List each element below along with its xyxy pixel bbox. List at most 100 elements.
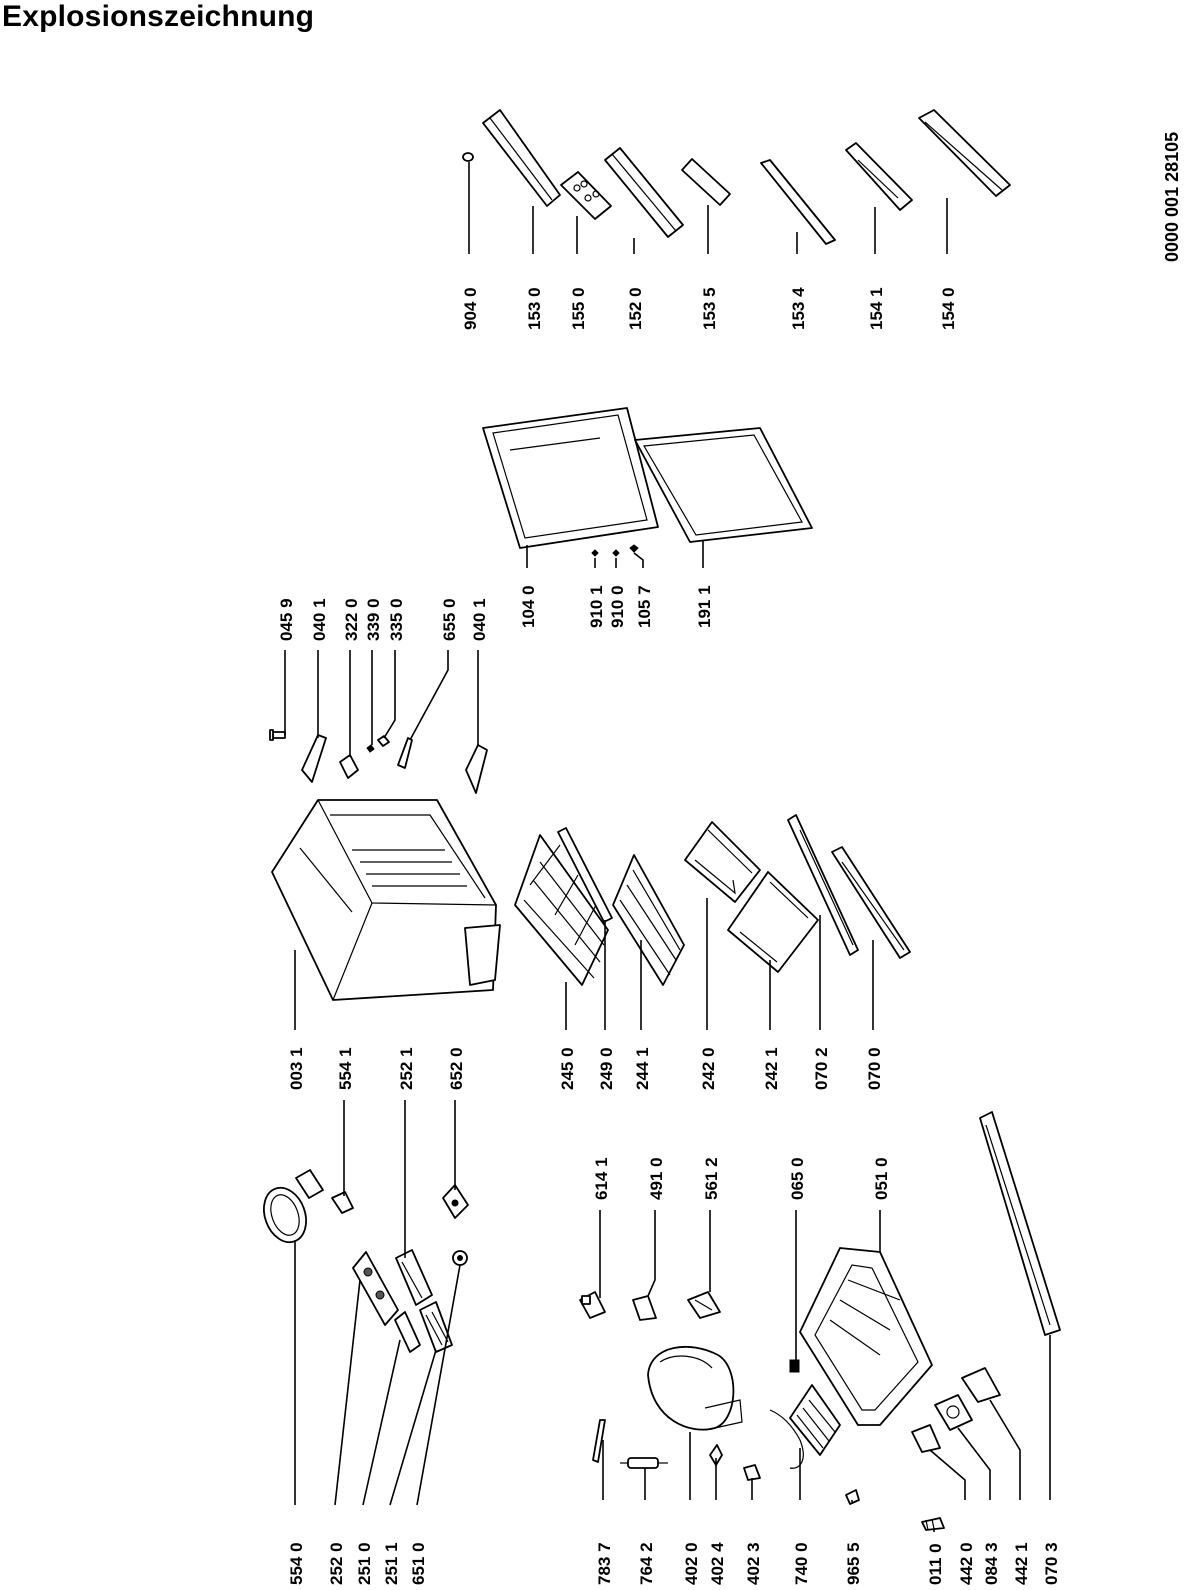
part-554-0-thermostat-knob (263, 1169, 324, 1244)
part-652-0-socket (442, 1184, 469, 1219)
part-904-0-plug (462, 152, 474, 162)
part-070-2-cover-strip (787, 814, 859, 956)
label-249-0: 249 0 (597, 1047, 616, 1090)
label-011-0: 011 0 (926, 1543, 945, 1585)
part-249-0-shelf-strip (557, 827, 613, 923)
label-070-2: 070 2 (812, 1047, 831, 1090)
label-322-0: 322 0 (342, 598, 361, 641)
part-561-2-bracket (687, 1291, 721, 1319)
part-153-4-shelf-bar (760, 159, 836, 245)
label-614-1: 614 1 (592, 1157, 611, 1200)
label-554-1: 554 1 (336, 1047, 355, 1090)
part-045-9-screw (269, 729, 286, 741)
part-655-0-rod (397, 737, 413, 769)
label-084-3: 084 3 (982, 1542, 1001, 1585)
part-154-1-shelf-cover (845, 142, 913, 211)
part-245-0-wire-shelf (514, 834, 609, 986)
label-402-4: 402 4 (708, 1542, 727, 1585)
part-003-1-cabinet (271, 799, 501, 1001)
part-152-0-door-shelf (604, 147, 684, 238)
label-252-0: 252 0 (327, 1542, 346, 1585)
part-011-0-foot (921, 1517, 945, 1531)
part-910-small-screws (591, 544, 639, 557)
part-339-0-pin (366, 744, 375, 753)
part-084-3-motor (934, 1394, 973, 1431)
label-245-0: 245 0 (558, 1047, 577, 1090)
part-442-0-holder (911, 1424, 941, 1453)
label-764-2: 764 2 (637, 1542, 656, 1585)
label-152-0: 152 0 (626, 287, 645, 330)
label-105-7: 105 7 (635, 585, 654, 628)
part-040-1-lower-hinge (465, 744, 488, 794)
label-651-0: 651 0 (409, 1542, 428, 1585)
part-070-0-cover-strip (831, 846, 911, 959)
label-402-3: 402 3 (744, 1542, 763, 1585)
part-244-1-glass-shelf (612, 854, 685, 986)
part-153-0-door-shelf (482, 109, 561, 207)
label-251-0: 251 0 (355, 1542, 374, 1585)
label-904-0: 904 0 (461, 287, 480, 330)
label-339-0: 339 0 (364, 598, 383, 641)
part-104-0-door (482, 407, 659, 549)
label-003-1: 003 1 (287, 1047, 306, 1090)
part-402-0-compressor (647, 1345, 743, 1431)
label-155-0: 155 0 (569, 287, 588, 330)
part-651-0-lamp-bulb (452, 1250, 468, 1266)
part-065-0-sensor (789, 1359, 800, 1373)
part-554-1-clip (331, 1191, 354, 1214)
label-783-7: 783 7 (595, 1542, 614, 1585)
label-045-9: 045 9 (277, 598, 296, 641)
part-155-0-egg-tray (560, 171, 612, 220)
label-153-0: 153 0 (525, 287, 544, 330)
label-040-1-upper: 040 1 (310, 598, 329, 641)
label-561-2: 561 2 (702, 1157, 721, 1200)
part-322-0-hinge-bracket (339, 754, 359, 779)
label-154-0: 154 0 (939, 287, 958, 330)
label-491-0: 491 0 (647, 1157, 666, 1200)
label-242-1: 242 1 (762, 1047, 781, 1090)
label-065-0: 065 0 (788, 1157, 807, 1200)
part-402-3-clip (743, 1464, 761, 1481)
part-442-1-bracket (961, 1367, 1001, 1403)
label-335-0: 335 0 (387, 598, 406, 641)
part-614-1-relay (579, 1291, 606, 1319)
part-965-5-screw (845, 1489, 860, 1505)
part-051-0-base-plate (799, 1247, 933, 1426)
part-491-0-cover (632, 1295, 657, 1321)
label-442-0: 442 0 (957, 1542, 976, 1585)
part-040-1-upper-hinge (301, 734, 327, 783)
label-051-0: 051 0 (872, 1157, 891, 1200)
label-070-0: 070 0 (865, 1047, 884, 1090)
label-153-5: 153 5 (700, 287, 719, 330)
label-070-3: 070 3 (1042, 1542, 1061, 1585)
label-652-0: 652 0 (447, 1047, 466, 1090)
label-554-0: 554 0 (287, 1542, 306, 1585)
document-code: 0000 001 28105 (1162, 132, 1182, 262)
part-242-1-drawer (727, 871, 819, 973)
part-252-1-light-switch (395, 1249, 433, 1306)
label-104-0: 104 0 (519, 585, 538, 628)
part-154-0-bottle-shelf (918, 109, 1011, 197)
label-191-1: 191 1 (695, 585, 714, 628)
page-title: Explosionszeichnung (2, 0, 315, 33)
label-242-0: 242 0 (699, 1047, 718, 1090)
label-153-4: 153 4 (789, 287, 808, 330)
part-191-1-door-gasket (634, 427, 813, 543)
label-252-1: 252 1 (397, 1047, 416, 1090)
part-740-0-condenser (769, 1384, 841, 1469)
label-910-1: 910 1 (587, 585, 606, 628)
part-335-0-bushing (377, 735, 390, 747)
label-655-0: 655 0 (440, 598, 459, 641)
part-783-7-filter (592, 1419, 606, 1463)
part-070-3-rear-strip (979, 1111, 1061, 1336)
label-402-0: 402 0 (682, 1542, 701, 1585)
label-244-1: 244 1 (633, 1047, 652, 1090)
label-442-1: 442 1 (1012, 1542, 1031, 1585)
label-251-1: 251 1 (382, 1542, 401, 1585)
label-910-0: 910 0 (608, 585, 627, 628)
part-251-0-lamp-cover (394, 1311, 421, 1353)
part-242-0-drawer (684, 821, 761, 903)
label-740-0: 740 0 (792, 1542, 811, 1585)
label-040-1-lower: 040 1 (470, 598, 489, 641)
